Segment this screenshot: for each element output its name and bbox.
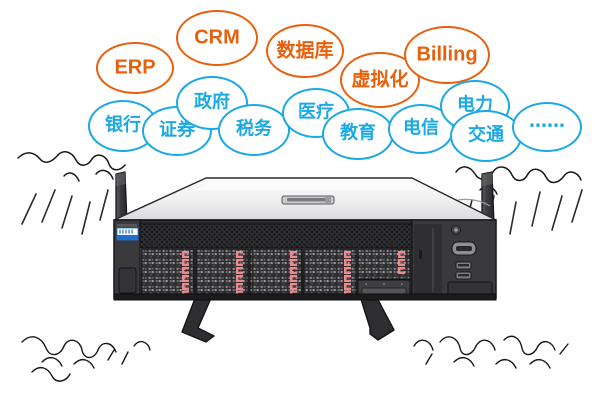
bubble-transport[interactable]: 交通	[450, 110, 522, 162]
server-drive-bays	[140, 248, 412, 298]
bubble-securities-label: 证券	[159, 119, 195, 141]
bubble-medical-label: 医疗	[298, 101, 334, 123]
bubble-bank-label: 银行	[105, 114, 141, 136]
server-brand-badge	[116, 227, 139, 241]
bubble-erp[interactable]: ERP	[96, 42, 174, 94]
server-left-ear-recess	[118, 267, 137, 294]
bubble-erp-label: ERP	[114, 56, 156, 79]
usb-port	[455, 261, 472, 270]
bubble-tax[interactable]: 税务	[218, 104, 290, 156]
bubble-billing-label: Billing	[416, 43, 478, 66]
status-led	[419, 250, 422, 259]
power-button	[450, 224, 462, 236]
bubble-virtualization-label: 虚拟化	[351, 68, 409, 90]
server-running-legs	[181, 295, 395, 343]
bubble-crm-label: CRM	[194, 26, 240, 49]
drive-bay-column	[303, 248, 357, 298]
bubble-education-label: 教育	[340, 122, 376, 144]
bubble-billing[interactable]: Billing	[404, 26, 490, 84]
server-left-ear-panel	[113, 219, 141, 299]
server-top-latch	[281, 195, 335, 205]
server-io-panel	[411, 219, 497, 299]
bubble-education[interactable]: 教育	[322, 108, 394, 160]
bubble-more[interactable]: ⋯⋯	[512, 102, 582, 152]
bubble-database-label: 数据库	[276, 39, 334, 61]
server-top-cover	[113, 177, 497, 221]
bubble-transport-label: 交通	[468, 124, 504, 146]
bubble-crm[interactable]: CRM	[176, 10, 258, 66]
drive-bay-column	[141, 248, 195, 298]
drive-bay-column	[195, 248, 249, 298]
server-optical-bay	[357, 279, 411, 298]
bubble-government-label: 政府	[194, 91, 230, 113]
drive-bay-column	[357, 248, 411, 298]
bubble-tax-label: 税务	[236, 118, 272, 140]
usb-port	[455, 271, 472, 280]
rack-mount-server[interactable]	[78, 168, 530, 343]
bubble-database[interactable]: 数据库	[266, 24, 344, 78]
bubble-more-label: ⋯⋯	[529, 115, 565, 137]
vga-port	[451, 241, 477, 256]
bubble-telecom-label: 电信	[403, 117, 439, 139]
drive-handle	[290, 251, 297, 298]
server-front-face	[113, 219, 497, 301]
bubble-power-label: 电力	[457, 94, 493, 116]
drive-bay-column	[249, 248, 303, 298]
drive-handle	[398, 251, 405, 274]
